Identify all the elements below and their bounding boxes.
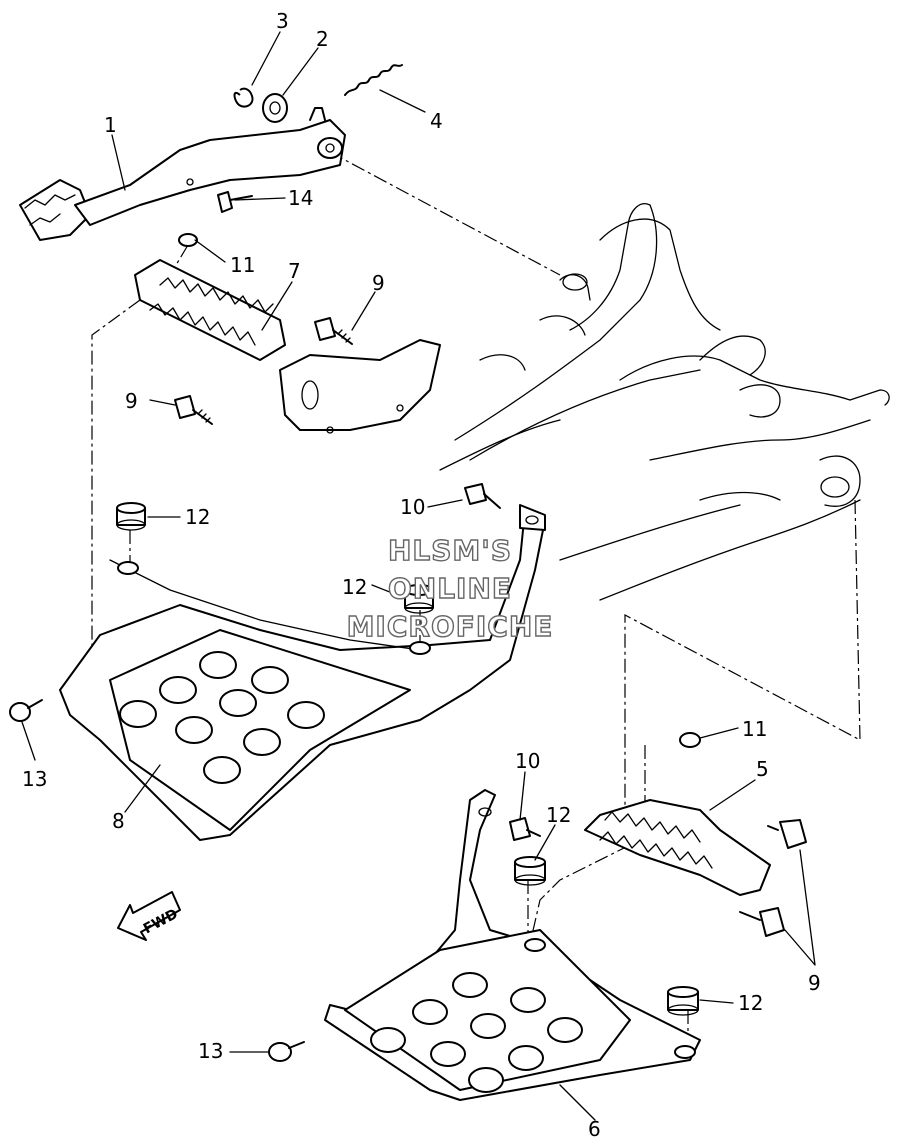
bolt-part-2 [174,395,213,425]
bolt-part [314,317,353,345]
left-step-assembly-part [59,504,546,841]
callout-2: 2 [316,27,329,51]
callout-12-right-upper: 12 [546,803,571,827]
callout-11-right: 11 [742,717,767,741]
right-step-assembly-part [324,789,701,1101]
callout-12-left: 12 [185,505,210,529]
rubber-damper-part-3 [514,856,546,886]
callout-13-right: 13 [198,1039,223,1063]
frame-outline [439,203,890,601]
forward-direction-arrow: FWD [117,891,181,941]
peg-bolt-part-2 [739,907,785,937]
callout-10-lower: 10 [515,749,540,773]
callout-9-upper: 9 [372,271,385,295]
callout-4: 4 [430,109,443,133]
callout-12-right-lower: 12 [738,991,763,1015]
callout-8: 8 [112,809,125,833]
washer-part [262,93,288,123]
rubber-damper-part [116,502,146,531]
callout-9-left: 9 [125,389,138,413]
brake-pedal-part [19,107,346,241]
callout-leaders [21,31,816,1121]
flange-bolt-part [464,483,501,509]
callout-5: 5 [756,757,769,781]
flange-bolt-part-2 [509,817,541,841]
callout-10-upper: 10 [400,495,425,519]
callout-14: 14 [288,186,313,210]
callout-6: 6 [588,1117,601,1141]
rubber-damper-part-2 [404,584,434,614]
callout-7: 7 [288,259,301,283]
callout-12-mid: 12 [342,575,367,599]
pivot-bolt-part [217,191,253,213]
callout-1: 1 [104,113,117,137]
right-footpeg-part [584,732,771,896]
clip-part [233,87,254,108]
callout-3: 3 [276,9,289,33]
spring-part [344,64,403,96]
screw-part-2 [268,1041,305,1062]
callout-labels: 3 2 4 1 14 11 7 9 9 12 10 12 13 8 10 12 … [22,9,821,1141]
callout-13-left: 13 [22,767,47,791]
screw-part [9,699,43,722]
callout-9-right: 9 [808,971,821,995]
watermark-line-1: HLSM'S [388,534,512,567]
rubber-damper-part-4 [667,986,699,1016]
left-footpeg-bracket-part [134,233,441,434]
watermark: HLSM'S ONLINE MICROFICHE [346,533,554,643]
callout-11-left: 11 [230,253,255,277]
peg-bolt-part [767,819,807,849]
watermark-line-2: ONLINE [388,572,512,605]
watermark-line-3: MICROFICHE [347,610,554,643]
